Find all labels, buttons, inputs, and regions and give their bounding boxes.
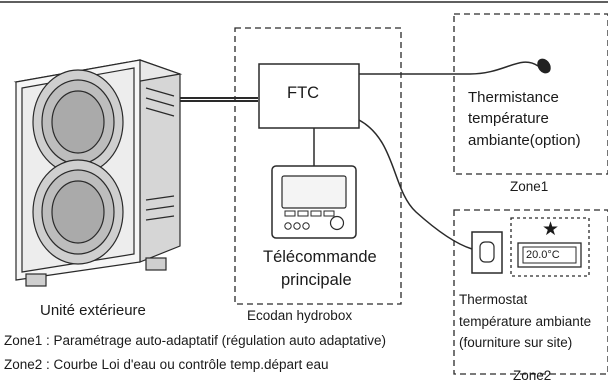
controller-label-line2: principale	[281, 271, 352, 289]
zone2-boundary	[453, 209, 608, 375]
hydrobox-boundary	[234, 27, 402, 305]
star-icon: ★	[542, 219, 560, 240]
outdoor-unit-illustration	[13, 59, 183, 287]
ftc-label: FTC	[287, 84, 320, 102]
thermistor-label-line1: Thermistance	[468, 89, 559, 106]
zone2-label: Zone2	[513, 368, 552, 383]
main-controller-illustration	[271, 165, 357, 239]
room-thermostat-display	[522, 246, 577, 264]
thermostat-label-line1: Thermostat	[459, 292, 528, 307]
ftc-box	[258, 63, 360, 129]
zone1-boundary	[453, 13, 608, 175]
zone2-note: Zone2 : Courbe Loi d'eau ou contrôle tem…	[4, 357, 329, 372]
room-thermostat-frame	[510, 217, 590, 277]
thermistor-sensor-icon	[537, 58, 551, 74]
zone1-note: Zone1 : Paramétrage auto-adaptatif (régu…	[4, 333, 386, 348]
thermostat-display-value: 20.0°C	[526, 249, 560, 261]
thermostat-label-line2: température ambiante	[459, 314, 592, 329]
outdoor-unit-label: Unité extérieure	[40, 302, 146, 319]
thermistor-label-line3: ambiante(option)	[468, 132, 581, 149]
thermistor-label-line2: température	[468, 110, 549, 127]
ftc-to-thermistor-cable	[359, 61, 539, 75]
hydrobox-label: Ecodan hydrobox	[247, 308, 353, 323]
ftc-to-thermostat-cable	[358, 119, 473, 250]
zone1-label: Zone1	[510, 179, 549, 194]
thermostat-label-line3: (fourniture sur site)	[459, 335, 573, 350]
thermostat-illustration	[471, 231, 503, 274]
controller-label-line1: Télécommande	[263, 248, 377, 266]
